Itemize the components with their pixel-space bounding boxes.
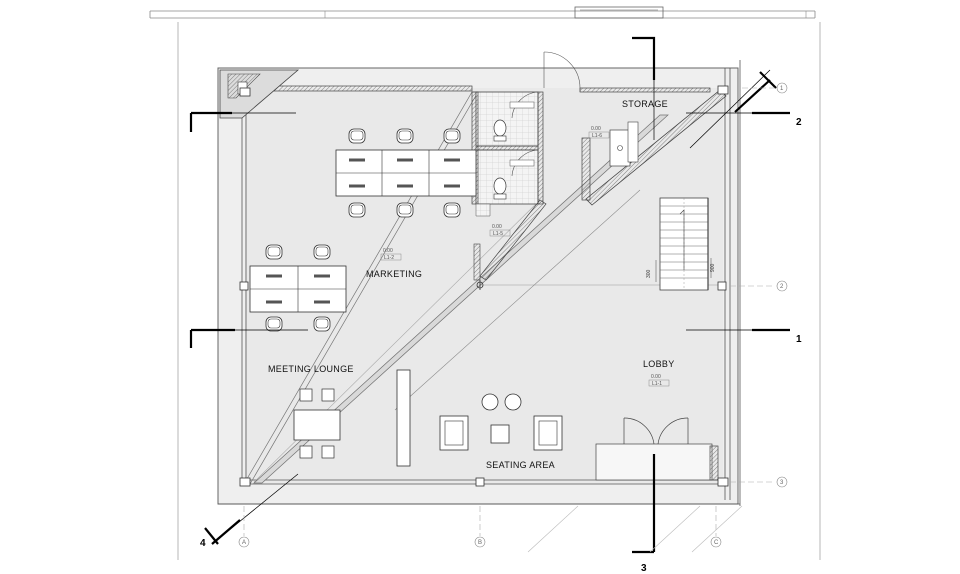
grid-lines: [243, 87, 775, 536]
columns: [239, 85, 729, 487]
room-label-marketing: MARKETING: [366, 269, 422, 279]
grid-label-2: 2: [780, 284, 784, 290]
workstation-cluster-upper: [335, 128, 477, 218]
site-lines: [177, 22, 821, 560]
stair-dim-right: 900: [710, 263, 716, 272]
section-number-2: 2: [796, 117, 802, 128]
grid-label-3: 3: [780, 480, 784, 486]
upper-floor-edge: [149, 6, 816, 19]
corridor-wall: [473, 199, 547, 290]
north-wall-right: [579, 87, 711, 93]
level-tag-marketing-ref: L1-2: [384, 255, 394, 261]
room-label-storage: STORAGE: [622, 99, 668, 109]
level-tag-marketing: 0.00 L1-2: [380, 248, 402, 261]
grid-bubble-2: 2: [776, 280, 788, 292]
grid-bubble-b: B: [474, 536, 486, 548]
reception-bench: [396, 369, 411, 467]
section-number-4: 4: [200, 538, 206, 549]
grid-label-b: B: [478, 540, 482, 546]
stairs: 300 900: [646, 197, 716, 291]
section-marker-4: 4: [200, 69, 777, 549]
grid-bubble-c: C: [710, 536, 722, 548]
level-tag-storage: 0.00 L1-6: [588, 126, 610, 139]
level-tag-restroom-elev: 0.00: [492, 224, 502, 230]
level-tag-lobby-elev: 0.00: [651, 374, 661, 380]
grid-bubble-a: A: [238, 536, 250, 548]
level-tag-restroom-ref: L1-5: [493, 231, 503, 237]
grid-bubble-3: 3: [776, 476, 788, 488]
room-label-meeting-lounge: MEETING LOUNGE: [268, 364, 354, 374]
north-entry-door: [543, 51, 581, 92]
workstation-cluster-lower: [249, 244, 347, 332]
grid-label-c: C: [714, 540, 719, 546]
stair-dim-left: 300: [646, 269, 652, 278]
level-tag-lobby: 0.00 L1-1: [648, 374, 670, 387]
level-tag-storage-ref: L1-6: [592, 133, 602, 139]
grid-bubble-1: 1: [776, 82, 788, 94]
level-tag-storage-elev: 0.00: [591, 126, 601, 132]
grid-label-a: A: [242, 540, 246, 546]
grid-label-1: 1: [780, 86, 784, 92]
room-label-seating-area: SEATING AREA: [486, 460, 555, 470]
meeting-table: [293, 388, 341, 459]
section-marker-2: 2: [189, 111, 802, 132]
north-wall: [261, 85, 473, 92]
section-marker-1: 1: [189, 328, 802, 348]
level-tag-restroom: 0.00 L1-5: [489, 224, 511, 237]
northwest-corner-stair: [219, 69, 300, 119]
level-tag-marketing-elev: 0.00: [383, 248, 393, 254]
section-marker-3: 3: [632, 36, 656, 574]
seating-furniture: [439, 393, 563, 451]
exterior-paving-lines: [527, 505, 743, 553]
room-label-lobby: LOBBY: [643, 359, 675, 369]
level-tag-lobby-ref: L1-1: [652, 381, 662, 387]
section-number-1: 1: [796, 334, 802, 345]
section-number-3: 3: [641, 563, 647, 574]
restrooms: [471, 91, 544, 217]
